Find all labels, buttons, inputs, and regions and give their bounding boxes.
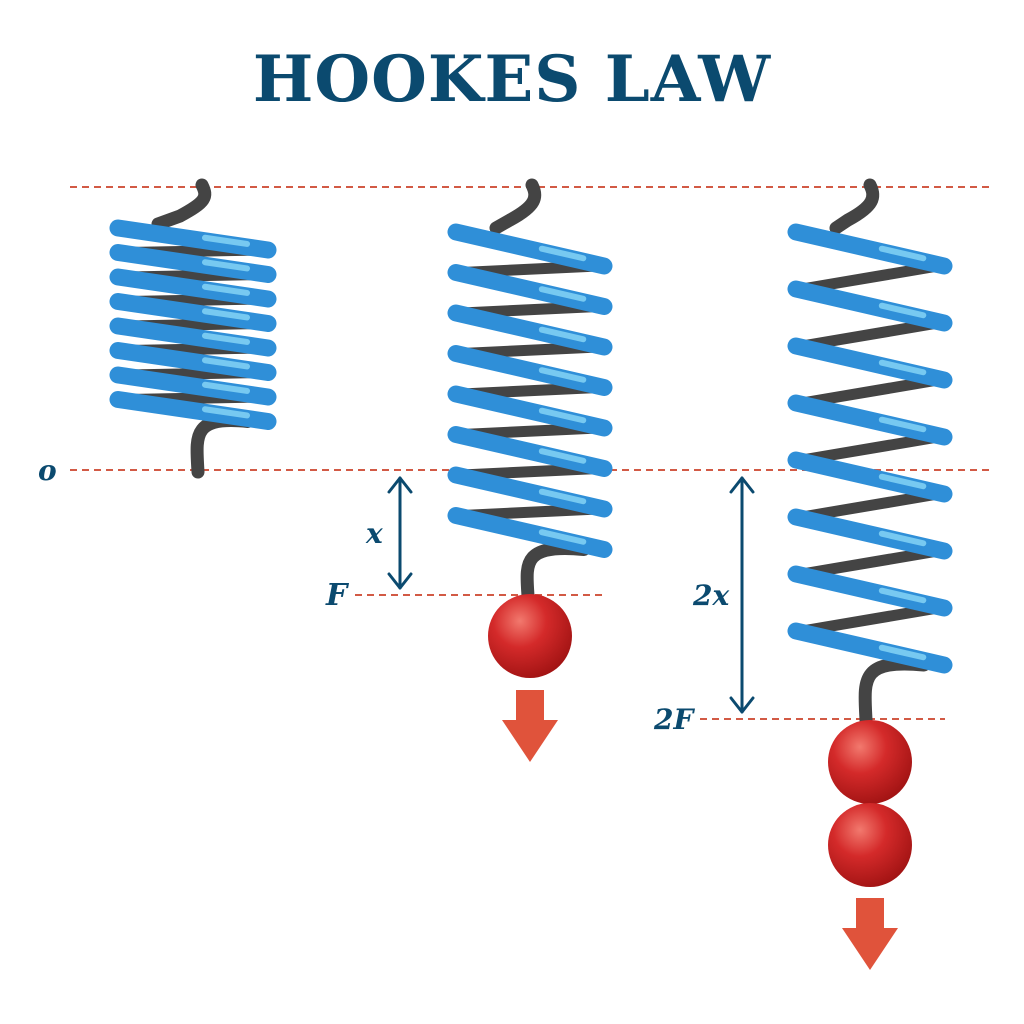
- spring-back-segment: [796, 602, 944, 637]
- force-1-label: F: [325, 578, 350, 613]
- spring-coil-highlight: [202, 332, 250, 345]
- spring-bottom-hook: [520, 541, 591, 603]
- spring-back-segment: [796, 374, 944, 409]
- spring-coil-highlight: [878, 644, 927, 661]
- spring-back-segment: [796, 431, 944, 466]
- spring-coil-highlight: [538, 326, 587, 343]
- spring-back-segment: [796, 488, 944, 523]
- spring-coil-highlight: [538, 245, 587, 262]
- spring-coil-highlight: [202, 357, 250, 370]
- page-title: HOOKES LAW: [252, 42, 772, 117]
- spring-bottom-hook: [190, 414, 255, 479]
- force-2-label: 2F: [653, 703, 695, 736]
- spring-coil-highlight: [202, 308, 250, 321]
- spring-back-segment: [796, 545, 944, 580]
- spring-coil-highlight: [878, 245, 927, 262]
- spring-coil-highlight: [538, 529, 587, 545]
- mass-ball: [488, 594, 572, 678]
- spring-coil-highlight: [538, 407, 587, 424]
- displacement-1-label: x: [365, 517, 383, 550]
- spring-coil-highlight: [202, 234, 250, 247]
- spring-coil-highlight: [538, 286, 587, 302]
- spring-coil-highlight: [202, 283, 250, 296]
- origin-label: o: [38, 454, 57, 487]
- spring-coil-highlight: [538, 488, 587, 505]
- spring-coil-highlight: [878, 302, 927, 319]
- spring-coil-highlight: [878, 416, 927, 433]
- spring-coil-highlight: [202, 406, 250, 419]
- spring-top-hook: [151, 178, 212, 231]
- spring-coil-highlight: [538, 448, 587, 464]
- spring-back-segment: [796, 317, 944, 352]
- spring-coil-highlight: [202, 381, 250, 394]
- spring-unloaded: [109, 178, 277, 479]
- force-arrow: [502, 690, 558, 762]
- spring-one-mass: [447, 178, 613, 603]
- mass-ball: [828, 720, 912, 804]
- spring-coil-highlight: [878, 587, 927, 604]
- spring-coil-highlight: [878, 473, 927, 490]
- spring-coil-highlight: [538, 367, 587, 383]
- spring-coil-highlight: [878, 530, 927, 547]
- displacement-2-arrow: [729, 476, 755, 714]
- spring-coil-highlight: [878, 359, 927, 376]
- spring-bottom-hook: [858, 657, 931, 727]
- spring-back-segment: [796, 260, 944, 295]
- mass-ball: [828, 803, 912, 887]
- spring-top-hook: [829, 178, 880, 235]
- displacement-1-arrow: [387, 476, 413, 590]
- spring-two-masses: [787, 178, 953, 727]
- force-arrow: [842, 898, 898, 970]
- displacement-2-label: 2x: [692, 579, 729, 612]
- spring-top-hook: [489, 178, 542, 235]
- spring-coil-highlight: [202, 259, 250, 272]
